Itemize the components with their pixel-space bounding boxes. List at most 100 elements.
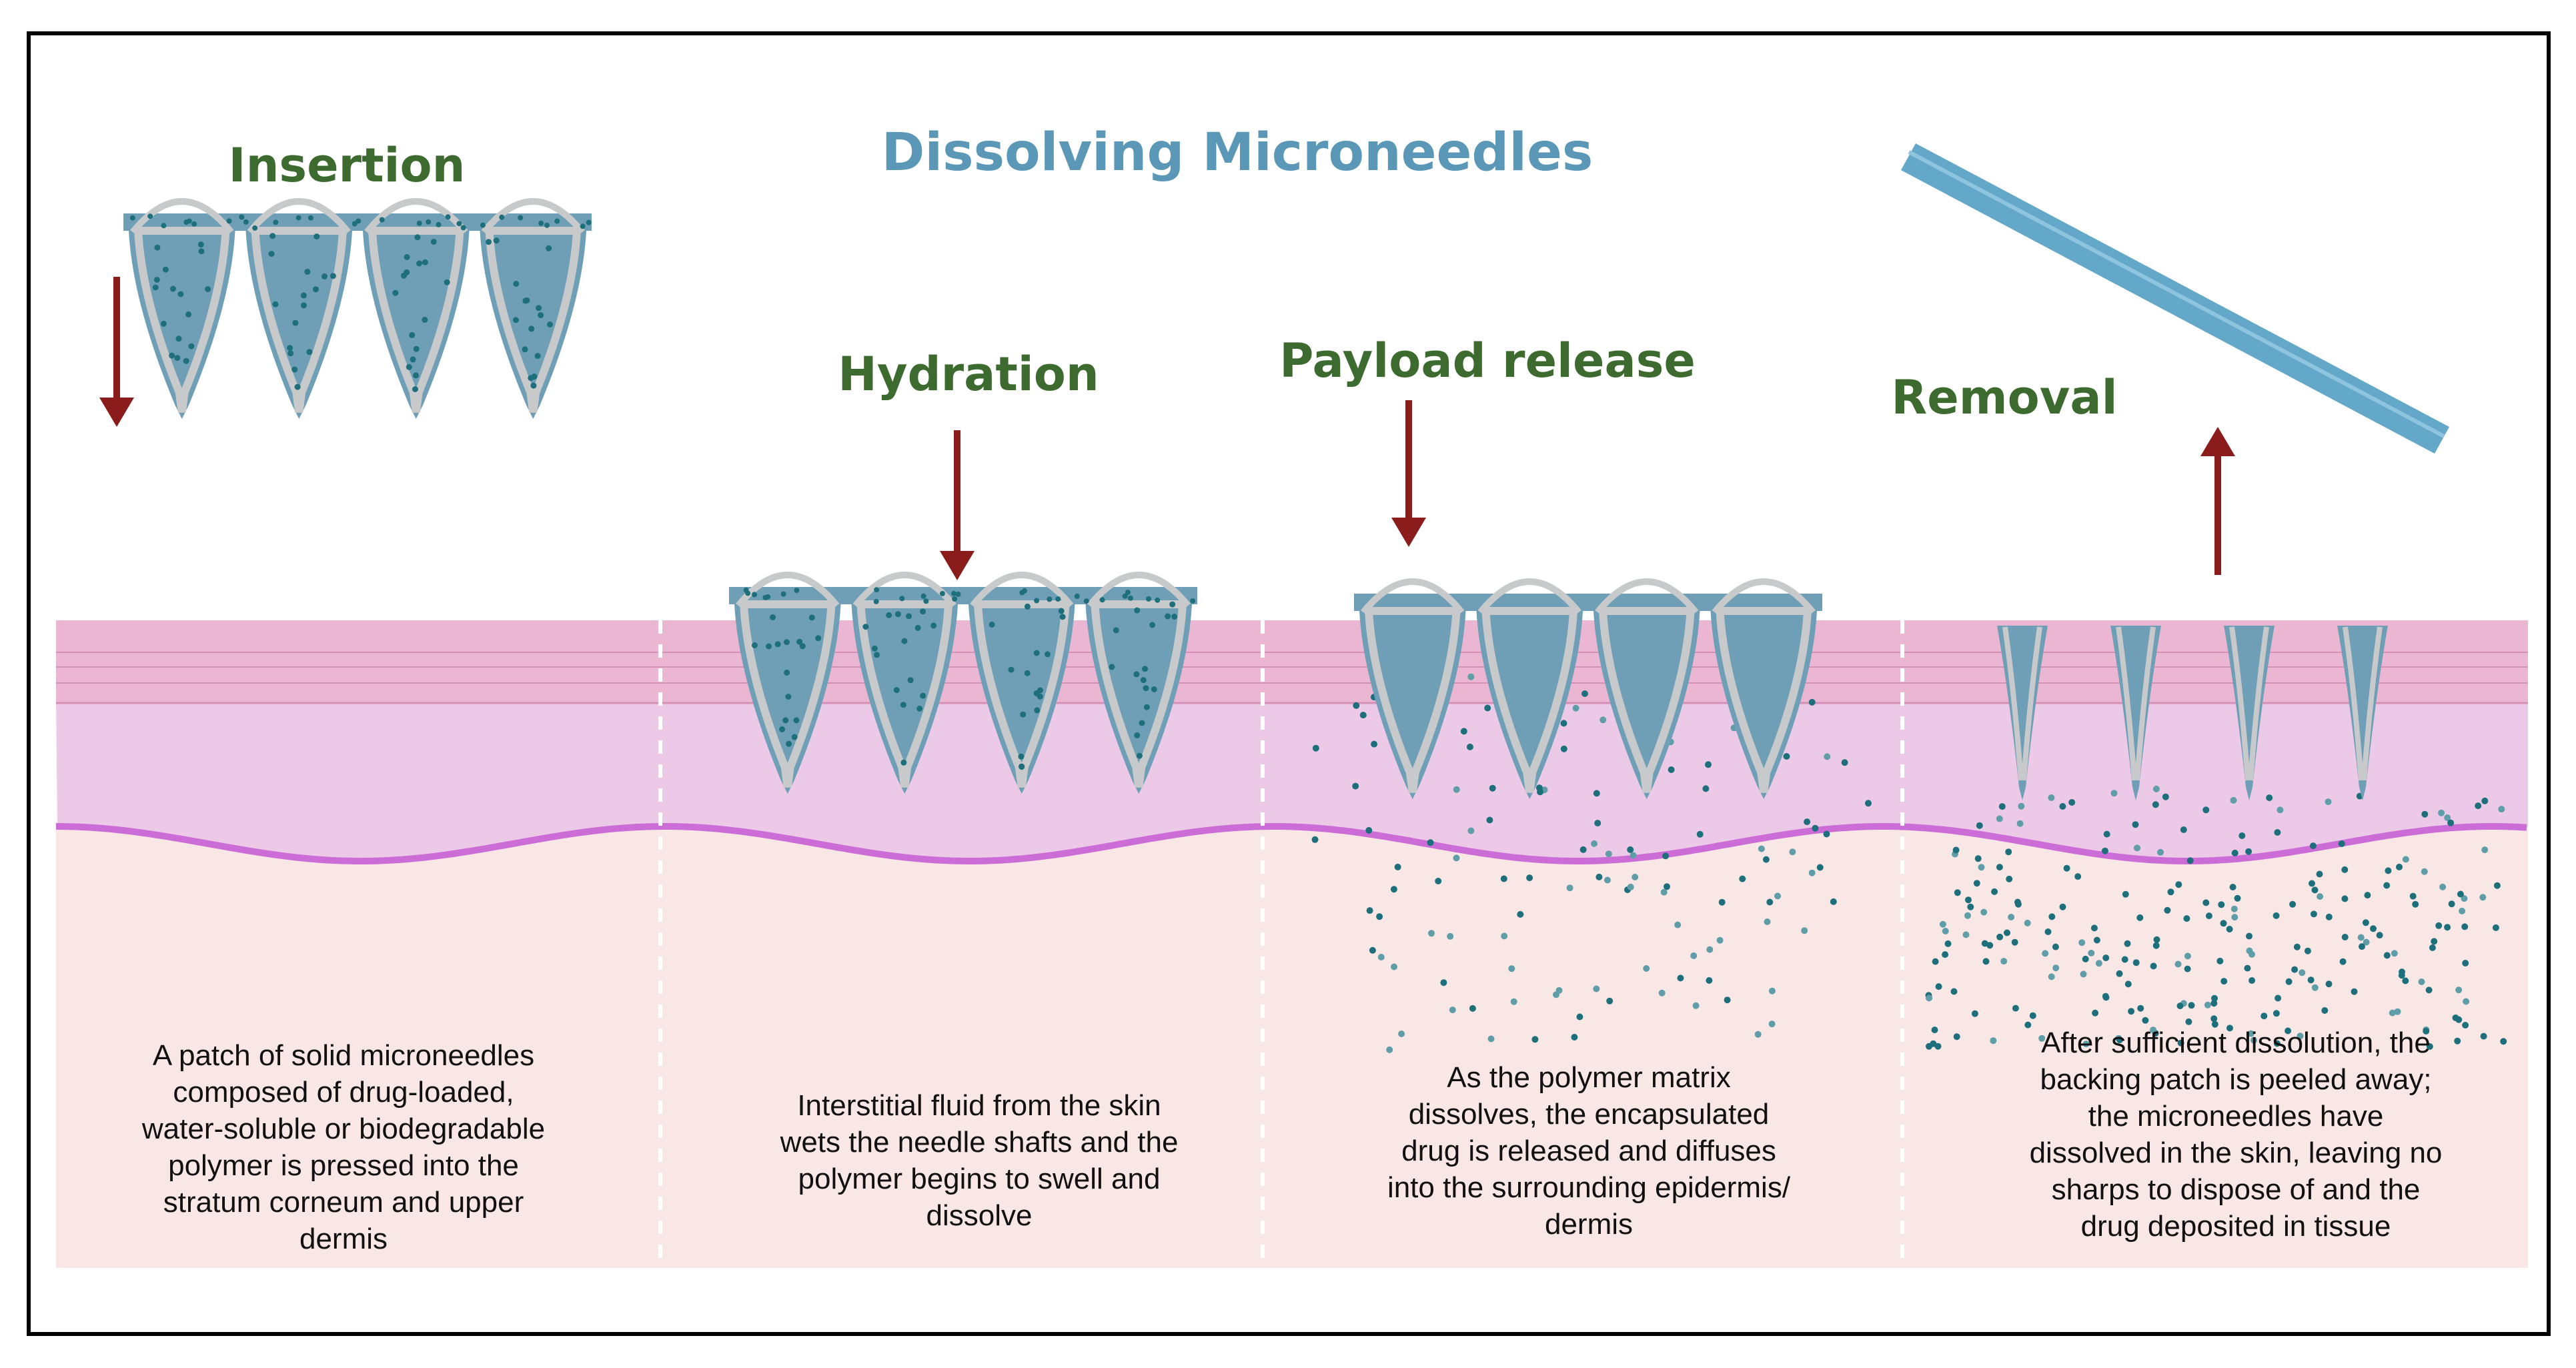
drug-particle bbox=[1595, 873, 1603, 880]
drug-particle bbox=[1500, 875, 1507, 882]
drug-particle bbox=[2080, 970, 2087, 978]
drug-particle bbox=[1664, 883, 1670, 890]
drug-particle bbox=[1950, 988, 1958, 995]
drug-particle bbox=[1973, 880, 1980, 887]
drug-particle bbox=[2068, 799, 2076, 806]
drug-particle bbox=[2230, 905, 2238, 912]
drug-particle bbox=[2063, 864, 2070, 872]
drug-particle bbox=[1662, 852, 1670, 860]
drug-particle bbox=[2210, 1015, 2218, 1022]
drug-particle bbox=[2307, 976, 2315, 984]
drug-particle bbox=[1942, 928, 1949, 934]
drug-particle bbox=[1603, 876, 1611, 884]
drug-particle bbox=[2052, 943, 2059, 950]
drug-particle bbox=[2150, 1027, 2157, 1034]
drug-particle bbox=[2311, 984, 2319, 991]
drug-particle bbox=[2152, 785, 2160, 792]
microneedle bbox=[851, 604, 958, 794]
caption-line: sharps to dispose of and the bbox=[2052, 1173, 2421, 1206]
drug-particle bbox=[2455, 986, 2463, 994]
drug-particle bbox=[2101, 847, 2108, 854]
drug-particle bbox=[1706, 946, 1714, 953]
drug-particle bbox=[2363, 938, 2370, 946]
drug-particle bbox=[2261, 1012, 2268, 1020]
drug-particle bbox=[2383, 952, 2391, 959]
drug-particle bbox=[2291, 966, 2299, 973]
drug-particle bbox=[1660, 888, 1668, 896]
drug-particle bbox=[2426, 1043, 2433, 1050]
drug-particle bbox=[1560, 720, 1567, 727]
drug-particle bbox=[1768, 987, 1776, 994]
drug-particle bbox=[1816, 864, 1824, 871]
drug-particle bbox=[1978, 864, 1985, 871]
drug-particle bbox=[1789, 848, 1796, 856]
drug-particle bbox=[2273, 1040, 2281, 1047]
drug-particle bbox=[2250, 1037, 2257, 1044]
drug-particle bbox=[2246, 932, 2252, 940]
drug-particle bbox=[2124, 980, 2132, 988]
drug-particle bbox=[1739, 875, 1746, 882]
caption-line: the microneedles have bbox=[2088, 1100, 2384, 1133]
drug-particle bbox=[2325, 798, 2332, 806]
drug-particle bbox=[1706, 977, 1713, 984]
drug-particle bbox=[1366, 907, 1373, 914]
drug-particle bbox=[1980, 908, 1988, 916]
drug-particle bbox=[1718, 898, 1726, 906]
stage-label-payload-release: Payload release bbox=[1279, 333, 1696, 388]
dissolving-needle-remnants bbox=[1997, 626, 2388, 800]
drug-particle bbox=[1998, 803, 2006, 810]
drug-particle bbox=[2341, 895, 2349, 902]
drug-particle bbox=[2082, 1041, 2090, 1048]
microneedle-patch-icon bbox=[729, 572, 1197, 794]
microneedle-patch-icon bbox=[123, 198, 592, 419]
drug-particle bbox=[2116, 970, 2123, 977]
arrow-down-icon bbox=[99, 277, 134, 427]
drug-particle bbox=[2012, 1004, 2019, 1012]
drug-particle bbox=[2421, 810, 2429, 818]
dermis-layer bbox=[56, 824, 2528, 1268]
drug-particle bbox=[1594, 820, 1601, 827]
drug-particle bbox=[1996, 933, 2004, 940]
stage-dividers bbox=[658, 620, 1904, 1268]
drug-particle bbox=[2439, 883, 2447, 890]
drug-particle bbox=[2011, 938, 2018, 946]
drug-particle bbox=[2044, 928, 2052, 935]
drug-particle bbox=[2479, 894, 2487, 901]
drug-particle bbox=[2132, 959, 2140, 966]
drug-particle bbox=[2092, 1009, 2099, 1016]
drug-particle bbox=[2059, 903, 2066, 910]
microneedle-patch-icon bbox=[1354, 578, 1822, 799]
arrow-down-icon bbox=[940, 430, 975, 580]
drug-particle bbox=[1986, 942, 1994, 949]
drug-particle bbox=[2177, 1039, 2184, 1047]
drug-particle bbox=[1311, 836, 1319, 843]
drug-particle bbox=[2234, 894, 2241, 902]
drug-particle bbox=[1365, 827, 1373, 834]
drug-particle bbox=[2418, 978, 2425, 985]
drug-particle bbox=[1783, 753, 1790, 760]
drug-particle bbox=[2226, 926, 2233, 932]
drug-particle bbox=[1593, 790, 1600, 797]
drug-particle bbox=[1934, 1043, 1942, 1050]
drug-particle bbox=[2164, 906, 2171, 914]
drug-particle bbox=[1705, 761, 1712, 768]
caption-line: stratum corneum and upper bbox=[163, 1186, 524, 1219]
drug-particle bbox=[1996, 864, 2003, 871]
arrow-up-icon bbox=[2200, 427, 2235, 575]
drug-particle bbox=[1391, 963, 1397, 970]
drug-particle bbox=[1486, 816, 1493, 824]
drug-particle bbox=[2463, 998, 2470, 1005]
drug-particle bbox=[1447, 932, 1454, 940]
caption-line: drug deposited in tissue bbox=[2081, 1210, 2391, 1243]
drug-particle bbox=[2398, 972, 2405, 979]
drug-particle bbox=[2285, 978, 2293, 985]
drug-particle bbox=[2157, 848, 2164, 856]
drug-particle bbox=[2238, 832, 2246, 839]
drug-particle bbox=[1517, 910, 1524, 918]
drug-particle bbox=[2093, 936, 2100, 944]
drug-particle bbox=[2423, 1028, 2430, 1035]
caption-line: drug is released and diffuses bbox=[1401, 1135, 1776, 1167]
drug-particle bbox=[1808, 869, 1816, 876]
drug-particle bbox=[2029, 1012, 2036, 1019]
